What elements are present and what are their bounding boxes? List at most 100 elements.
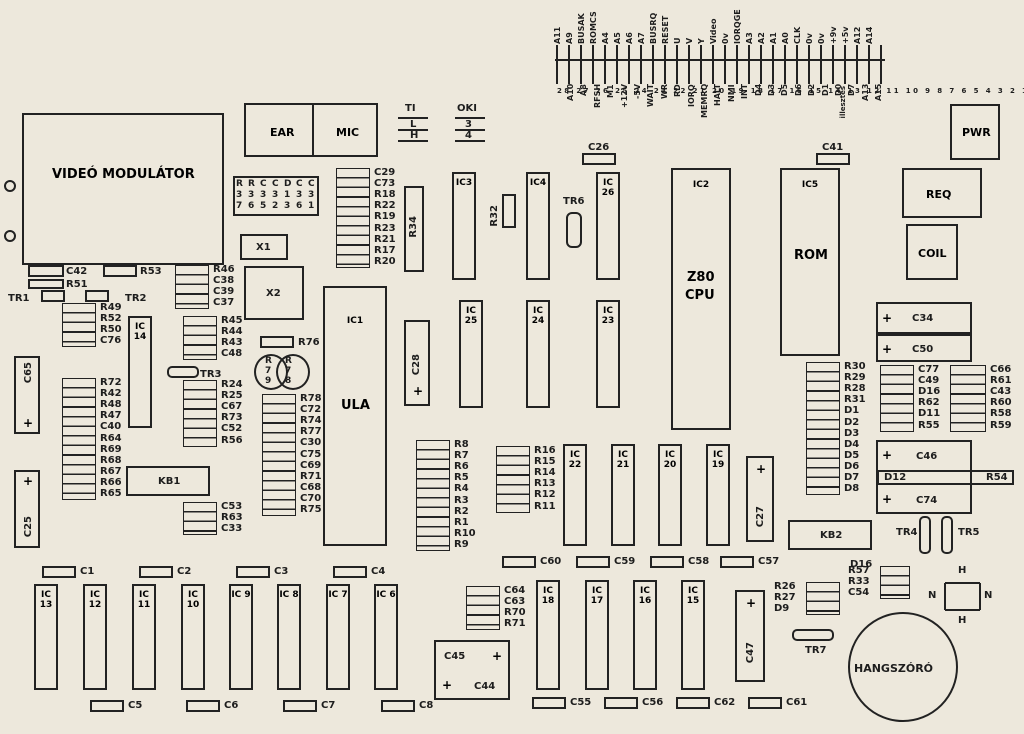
c2-capacitor xyxy=(139,566,173,578)
stack-item-label: R30 xyxy=(844,361,866,372)
stack-item-label: R46 xyxy=(213,264,235,275)
r51-resistor xyxy=(28,279,64,289)
edge-bottom-label: RD xyxy=(673,84,683,97)
edge-top-label: RESET xyxy=(661,15,670,44)
ic17-label: IC 17 xyxy=(590,586,604,606)
edge-bottom-label: D0 xyxy=(834,84,843,97)
ic13-label: IC 13 xyxy=(39,590,53,610)
stack-item-label: C53 xyxy=(221,501,243,512)
stack-item-label: R24 xyxy=(221,379,243,390)
c46-c74-block: + C46 + C74 xyxy=(876,440,972,514)
stack-item-label: C33 xyxy=(221,523,243,535)
stack-item-label: R49 xyxy=(100,302,122,313)
c3-capacitor xyxy=(236,566,270,578)
c7-label: C7 xyxy=(321,700,336,711)
stack-item-label: R68 xyxy=(100,454,122,466)
edge-top-label: BUSRQ xyxy=(649,12,658,44)
req-label: REQ xyxy=(926,188,952,201)
stack-item-label: R67 xyxy=(100,465,122,477)
rrc-component-group xyxy=(233,176,319,216)
r54-label: R54 xyxy=(986,472,1008,483)
stack-item-label: C69 xyxy=(300,459,322,471)
ti-h-label: H xyxy=(410,130,419,141)
c50-label: C50 xyxy=(912,344,934,355)
ic23-chip: IC 23 xyxy=(596,300,620,408)
ic18-label: IC 18 xyxy=(541,586,555,606)
edge-bottom-label: A15 xyxy=(874,84,884,102)
mic-label: MIC xyxy=(336,126,360,139)
edge-bottom-label: D3 xyxy=(767,84,776,97)
c1-capacitor xyxy=(42,566,76,578)
stack-r57 xyxy=(880,566,910,600)
stack-item-label: C49 xyxy=(918,375,940,387)
stack-item-label: R25 xyxy=(221,390,243,402)
ic20-chip: IC 20 xyxy=(658,444,682,546)
stack-r26 xyxy=(806,582,840,616)
stack-item-label: R17 xyxy=(374,244,396,256)
r53-resistor xyxy=(103,265,137,277)
ic25-chip: IC 25 xyxy=(459,300,483,408)
r51-label: R51 xyxy=(66,279,88,290)
tr2-label: TR2 xyxy=(125,293,147,304)
stack-item-label: C63 xyxy=(504,596,526,608)
ic4-chip: IC4 xyxy=(526,172,550,280)
c8-label: C8 xyxy=(419,700,434,711)
c45-c44-block: C45 + + C44 xyxy=(434,640,510,700)
edge-top-label: 0v xyxy=(805,33,814,44)
ic6-chip: IC 6 xyxy=(374,584,398,690)
speaker: HANGSZÓRÓ xyxy=(848,612,958,722)
stack-item-label: D1 xyxy=(844,405,860,417)
ic12-label: IC 12 xyxy=(88,590,102,610)
ic12-chip: IC 12 xyxy=(83,584,107,690)
kb2-label: KB2 xyxy=(820,530,843,541)
c4-capacitor xyxy=(333,566,367,578)
ic15-label: IC 15 xyxy=(686,586,700,606)
ear-mic-block: EAR MIC xyxy=(244,103,378,157)
stack-item-label: R18 xyxy=(374,189,396,201)
edge-bottom-label: D1 xyxy=(820,84,830,97)
edge-top-label: V xyxy=(685,37,694,44)
d12-label: D12 xyxy=(884,472,907,483)
stack-item-label: R3 xyxy=(454,494,469,506)
stack-item-label: R75 xyxy=(300,504,322,515)
c46-plus-icon: + xyxy=(882,448,893,462)
stack-item-label: C48 xyxy=(221,348,243,360)
stack-item-label: R21 xyxy=(374,233,396,245)
stack-r72 xyxy=(62,378,96,501)
ic2-label: IC2 xyxy=(692,180,710,190)
stack-item-label: R45 xyxy=(221,315,243,326)
stack-item-label: C37 xyxy=(213,297,235,309)
rrc-item-label: C 3 5 xyxy=(260,179,267,211)
stack-item-label: R11 xyxy=(534,500,556,512)
ic14-label: IC 14 xyxy=(133,322,147,342)
c27-capacitor: + C27 xyxy=(746,456,774,542)
edge-top-label: A4 xyxy=(601,32,610,44)
c25-plus-icon: + xyxy=(23,474,34,488)
stack-item-label: C43 xyxy=(990,386,1012,398)
stack-item-label: C52 xyxy=(221,423,243,435)
stack-item-label: C68 xyxy=(300,481,322,493)
cpu-label: CPU xyxy=(685,288,715,303)
stack-item-label: R31 xyxy=(844,394,866,406)
tr9-label: R 7 9 xyxy=(265,356,272,386)
x1-label: X1 xyxy=(256,242,271,253)
edge-bottom-label: +12V xyxy=(619,84,629,109)
c60-capacitor xyxy=(502,556,536,568)
stack-item-label: R16 xyxy=(534,445,556,456)
stack-item-label: R58 xyxy=(990,408,1012,420)
rom-label: ROM xyxy=(794,248,828,263)
c61-label: C61 xyxy=(786,697,808,708)
rrc-item-label: C 3 1 xyxy=(308,179,315,211)
tr8-label: R 7 8 xyxy=(285,356,292,386)
ic7-chip: IC 7 xyxy=(326,584,350,690)
c4-label: C4 xyxy=(371,566,386,577)
ic3-label: IC3 xyxy=(455,178,473,188)
ic4-label: IC4 xyxy=(529,178,547,188)
stack-item-label: R62 xyxy=(918,397,940,409)
z80-cpu-chip: IC2 Z80 CPU xyxy=(671,168,731,430)
c56-capacitor xyxy=(604,697,638,709)
d16-label: D16 xyxy=(850,559,873,570)
rrc-item-label: C 3 2 xyxy=(272,179,279,211)
c50-capacitor: + C50 xyxy=(876,334,972,362)
tr1-label: TR1 xyxy=(8,293,30,304)
